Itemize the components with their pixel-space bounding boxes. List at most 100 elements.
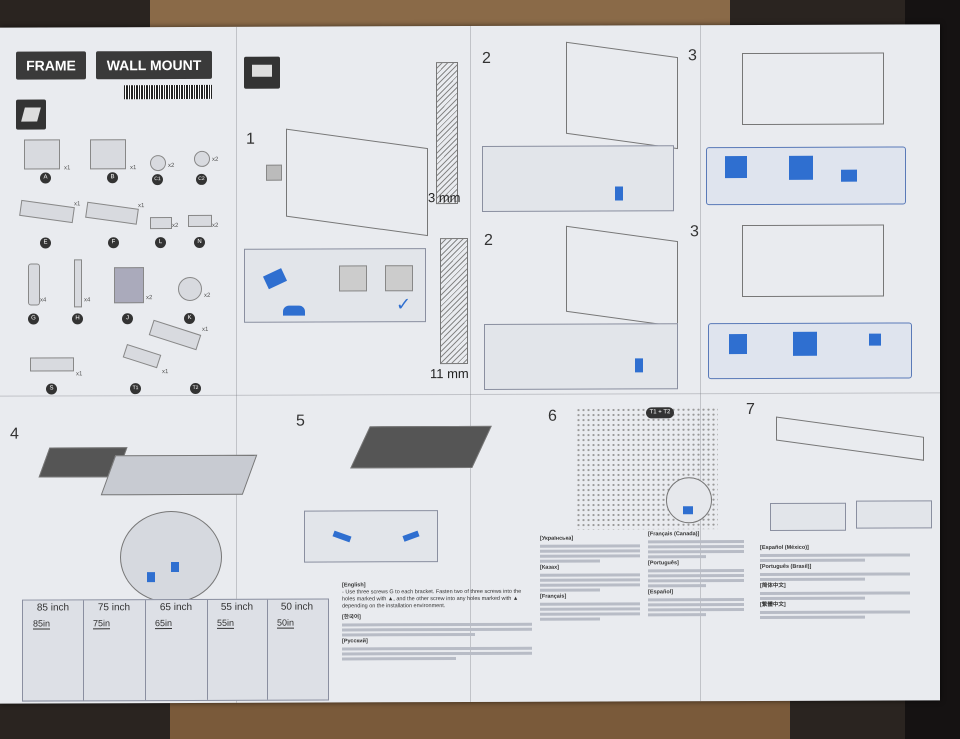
- step-5-guide-diagram: [350, 425, 492, 469]
- part-k-washer: [178, 276, 202, 302]
- frame-label: FRAME: [16, 51, 86, 80]
- step-3a-diagram: [742, 52, 884, 126]
- box-contents-icon: [16, 99, 46, 130]
- part-label-k: K: [184, 312, 195, 324]
- text-mexico-brazil-chinese: [Español (México)] [Português (Brasil)] …: [760, 544, 910, 621]
- step-1-plate-j: [266, 164, 282, 181]
- step-7-rail-diagram: [776, 416, 924, 461]
- bracket-highlight: [841, 169, 857, 182]
- part-c2-spacer: [194, 150, 210, 167]
- barcode: [124, 84, 212, 100]
- part-c1-spacer: [150, 155, 166, 172]
- checkmark-icon: ✓: [396, 294, 412, 315]
- wall-mount-label: WALL MOUNT: [96, 50, 212, 80]
- part-qty: x4: [84, 297, 91, 304]
- step-3b-detail-panel: [708, 322, 912, 380]
- measurement-11mm: 11 mm: [430, 366, 469, 382]
- size-85: 85 inch 85in: [23, 600, 84, 701]
- part-f-rail: [85, 201, 139, 225]
- bracket-highlight: [789, 155, 813, 180]
- part-n-block: [188, 214, 212, 227]
- part-qty: x2: [212, 156, 219, 163]
- arrow-indicator: [615, 186, 623, 201]
- step-3a-detail-panel: [706, 146, 906, 206]
- step-2a-number: 2: [482, 49, 491, 67]
- plate-detail: [339, 265, 367, 292]
- bracket-highlight: [869, 333, 881, 346]
- step-2a-diagram: [566, 41, 678, 150]
- step-2b-diagram: [566, 225, 678, 328]
- part-label-b: B: [107, 172, 118, 184]
- hand-indicator: [283, 305, 305, 316]
- step-2b-detail-panel: [484, 323, 678, 390]
- step-1-wall-diagram: [286, 128, 428, 237]
- step-6-zoom-circle: [666, 477, 712, 524]
- part-label-g: G: [28, 313, 39, 325]
- arrow-indicator: [332, 530, 352, 543]
- bracket-highlight: [725, 156, 747, 179]
- part-label-c2: C2: [196, 173, 207, 185]
- step-5-number: 5: [296, 412, 305, 430]
- size-75: 75 inch 75in: [83, 600, 146, 701]
- part-label-c1: C1: [152, 174, 163, 186]
- part-j-plate: [114, 267, 144, 304]
- step-4-zoom-circle: [120, 510, 222, 604]
- instruction-sheet: FRAME WALL MOUNT A x1 B x1 C1 x2 C2 x2 E…: [0, 24, 940, 704]
- part-label-h: H: [72, 313, 83, 325]
- part-g-anchor: [28, 263, 40, 306]
- step-7-detail-panel: [770, 502, 846, 531]
- size-65: 65 inch 65in: [145, 599, 208, 701]
- part-label-f: F: [108, 237, 119, 249]
- part-qty: x1: [74, 201, 81, 208]
- arrow-indicator: [171, 562, 179, 573]
- adhesive-tab: [262, 268, 288, 290]
- part-label-l: L: [155, 237, 166, 249]
- part-qty: x1: [138, 203, 145, 210]
- bracket-highlight: [729, 334, 747, 355]
- part-label-n: N: [194, 236, 205, 248]
- part-qty: x2: [204, 292, 211, 299]
- text-ukrainian-kazakh-french: [Українська] [Казах] [Français]: [540, 535, 640, 622]
- t1-t2-callout: T1 + T2: [646, 407, 674, 419]
- measurement-3mm: 3 mm: [428, 190, 461, 206]
- part-e-rail: [19, 199, 75, 224]
- size-55: 55 inch 55in: [207, 599, 268, 700]
- step-1-number: 1: [246, 130, 255, 148]
- part-qty: x2: [172, 223, 179, 230]
- step-7-number: 7: [746, 401, 755, 419]
- part-a-bracket: [24, 139, 60, 170]
- arrow-indicator: [635, 358, 643, 373]
- part-t1-guide: [122, 343, 162, 369]
- part-qty: x2: [168, 163, 175, 170]
- step-5-detail-panel: [304, 510, 438, 563]
- text-english: [English] - Use three screws G to each b…: [342, 582, 532, 663]
- part-qty: x1: [64, 165, 71, 172]
- arrow-indicator: [683, 506, 693, 515]
- tv-size-chart: 85 inch 85in 75 inch 75in 65 inch 65in 5…: [22, 598, 329, 702]
- size-50: 50 inch 50in: [277, 601, 314, 629]
- step-7-detail-panel: [856, 500, 932, 529]
- part-qty: x1: [202, 326, 209, 333]
- part-s-spacer-strip: [30, 357, 74, 372]
- bracket-highlight: [793, 331, 817, 356]
- part-label-j: J: [122, 313, 133, 325]
- part-qty: x1: [130, 165, 137, 172]
- step-3b-number: 3: [690, 223, 699, 241]
- arrow-indicator: [147, 572, 155, 583]
- part-qty: x1: [162, 369, 169, 376]
- part-qty: x1: [76, 371, 83, 378]
- part-label-s: S: [46, 383, 57, 395]
- part-t2-guide: [148, 319, 202, 351]
- part-label-a: A: [40, 172, 51, 184]
- arrow-indicator: [402, 530, 420, 542]
- step-2a-detail-panel: [482, 145, 674, 212]
- part-b-bracket: [90, 139, 126, 170]
- part-label-t1: T1: [130, 383, 141, 395]
- step-4-number: 4: [10, 425, 19, 443]
- text-french-canada-portuguese-spanish: [Français (Canada)] [Português] [Español…: [648, 531, 744, 618]
- installation-icon: [244, 56, 280, 89]
- thick-wall-section: [440, 238, 468, 365]
- step-6-number: 6: [548, 407, 557, 425]
- step-3a-number: 3: [688, 47, 697, 65]
- part-qty: x4: [40, 297, 47, 304]
